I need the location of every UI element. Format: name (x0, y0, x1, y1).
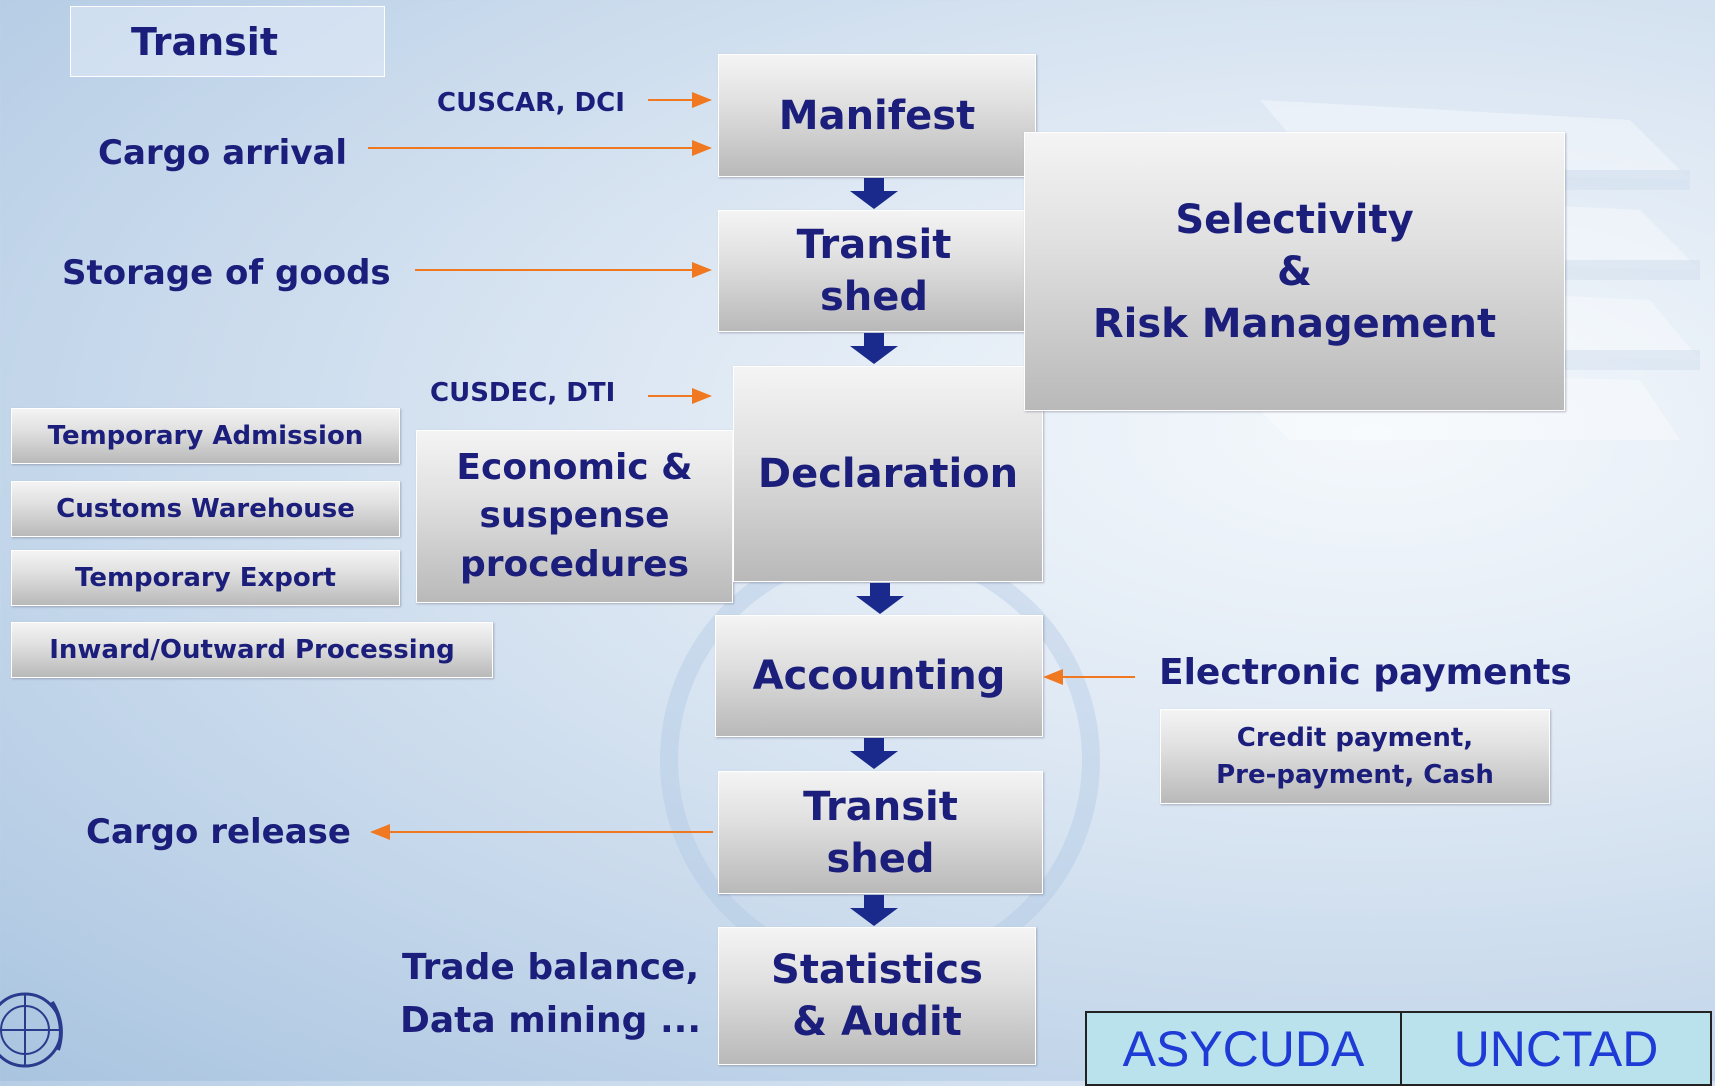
cargo-release-label: Cargo release (86, 812, 351, 852)
storage-of-goods-label: Storage of goods (62, 253, 391, 293)
declaration-box: Declaration (733, 366, 1043, 582)
flow-arrow-4 (850, 738, 898, 769)
transit-shed-box-2: Transit shed (718, 771, 1043, 894)
transit-shed-label-1b: shed (819, 274, 929, 320)
transit-shed-box-1: Transit shed (718, 210, 1030, 332)
procedure-label: Customs Warehouse (56, 493, 355, 524)
flow-arrow-2 (850, 333, 898, 364)
manifest-label: Manifest (778, 92, 976, 139)
flow-arrow-1 (850, 178, 898, 209)
cusdec-label: CUSDEC, DTI (430, 378, 616, 408)
cargo-arrival-label: Cargo arrival (98, 133, 348, 173)
audit-label: & Audit (792, 999, 962, 1045)
procedure-inward-outward-processing: Inward/Outward Processing (11, 622, 493, 678)
credit-payment-label: Credit payment, (1236, 723, 1474, 754)
economic-line-1: Economic & (456, 446, 693, 488)
statistics-audit-box: Statistics & Audit (718, 927, 1036, 1065)
payment-methods-box: Credit payment, Pre-payment, Cash (1160, 709, 1550, 804)
procedure-label: Temporary Admission (47, 420, 364, 451)
unctad-brand: UNCTAD (1400, 1011, 1712, 1086)
transit-shed-label-1: Transit (796, 222, 952, 268)
ampersand-label: & (1277, 248, 1312, 295)
data-mining-label: Data mining ... (400, 1000, 701, 1041)
transit-shed-label-2b: shed (826, 835, 935, 882)
statistics-label: Statistics (771, 947, 983, 993)
accounting-label: Accounting (752, 653, 1006, 699)
asycuda-brand: ASYCUDA (1085, 1011, 1402, 1086)
cuscar-label: CUSCAR, DCI (437, 88, 625, 118)
manifest-box: Manifest (718, 54, 1036, 177)
procedure-customs-warehouse: Customs Warehouse (11, 481, 400, 537)
economic-line-3: procedures (459, 543, 689, 585)
accounting-box: Accounting (715, 615, 1043, 737)
trade-balance-label: Trade balance, (402, 947, 700, 988)
procedure-label: Temporary Export (75, 562, 336, 593)
economic-line-2: suspense (479, 495, 670, 537)
procedure-label: Inward/Outward Processing (49, 634, 455, 665)
procedure-temporary-export: Temporary Export (11, 550, 400, 606)
flow-arrow-5 (850, 895, 898, 926)
risk-management-label: Risk Management (1092, 300, 1497, 347)
unctad-label: UNCTAD (1453, 1020, 1659, 1077)
procedure-temporary-admission: Temporary Admission (11, 408, 400, 464)
asycuda-label: ASYCUDA (1122, 1020, 1365, 1077)
prepayment-cash-label: Pre-payment, Cash (1216, 759, 1494, 790)
un-emblem-logo (0, 992, 63, 1068)
transit-shed-label-2: Transit (803, 783, 958, 830)
economic-suspense-box: Economic & suspense procedures (416, 430, 733, 603)
selectivity-risk-box: Selectivity & Risk Management (1024, 132, 1565, 411)
flow-arrow-3 (856, 583, 904, 614)
electronic-payments-label: Electronic payments (1159, 652, 1572, 693)
declaration-label: Declaration (757, 451, 1019, 497)
selectivity-label: Selectivity (1175, 196, 1414, 243)
transit-tag: Transit (70, 6, 385, 77)
